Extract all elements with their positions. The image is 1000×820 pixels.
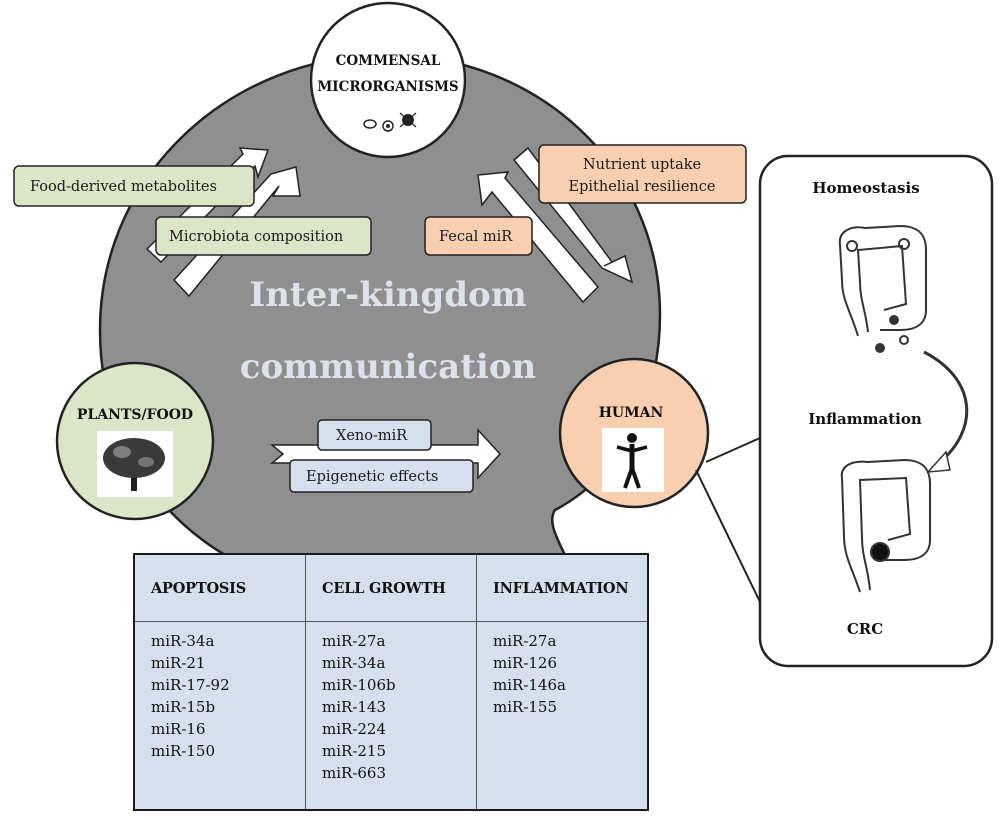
table-cell: miR-106b (322, 676, 396, 694)
table-cell: miR-215 (322, 742, 387, 760)
cell-growth-column: CELL GROWTH miR-27a miR-34a miR-106b miR… (306, 555, 477, 809)
human-title: HUMAN (599, 405, 664, 421)
svg-text:Nutrient uptake: Nutrient uptake (583, 157, 701, 173)
table-cell: miR-16 (151, 720, 206, 738)
svg-text:Xeno-miR: Xeno-miR (336, 428, 408, 444)
table-cell: miR-155 (493, 698, 558, 716)
healthy-colon-icon (838, 224, 927, 353)
center-title-line2: communication (240, 347, 536, 387)
callout-pointer-top (705, 437, 761, 463)
food-metabolites-label: Food-derived metabolites (13, 165, 255, 207)
inflammation-label: Inflammation (808, 410, 922, 428)
table-cell: miR-143 (322, 698, 387, 716)
nutrient-uptake-label: Nutrient uptake Epithelial resilience (538, 144, 747, 204)
svg-text:Epithelial resilience: Epithelial resilience (569, 179, 716, 195)
svg-text:Fecal miR: Fecal miR (439, 229, 513, 245)
person-icon (616, 433, 648, 489)
plants-title: PLANTS/FOOD (77, 407, 193, 423)
svg-text:Microbiota composition: Microbiota composition (169, 229, 343, 245)
crc-label: CRC (847, 620, 883, 638)
table-cell: miR-126 (493, 654, 558, 672)
table-cell: miR-146a (493, 676, 566, 694)
crc-progression-callout: Homeostasis Inflammation CRC (758, 154, 994, 668)
plants-to-human-arrow (269, 428, 502, 480)
plants-food-node: PLANTS/FOOD (55, 361, 215, 521)
callout-pointer-bottom (695, 469, 761, 603)
mirna-table: APOPTOSIS miR-34a miR-21 miR-17-92 miR-1… (133, 553, 649, 811)
microorganisms-title-line2: MICRORGANISMS (317, 79, 458, 95)
xeno-mir-label: Xeno-miR (317, 419, 432, 451)
apoptosis-header: APOPTOSIS (135, 555, 305, 622)
table-cell: miR-21 (151, 654, 206, 672)
crc-colon-icon (840, 458, 931, 593)
svg-text:Food-derived metabolites: Food-derived metabolites (30, 179, 217, 195)
center-title-line1: Inter-kingdom (249, 275, 526, 315)
homeostasis-label: Homeostasis (812, 179, 919, 197)
microbe-icon (363, 112, 417, 132)
table-cell: miR-17-92 (151, 676, 230, 694)
fecal-mir-label: Fecal miR (424, 216, 533, 256)
table-cell: miR-27a (322, 632, 386, 650)
table-cell: miR-34a (151, 632, 215, 650)
progression-arrow (923, 350, 969, 464)
microorganisms-title-line1: COMMENSAL (336, 53, 441, 69)
inflammation-column: INFLAMMATION miR-27a miR-126 miR-146a mi… (477, 555, 647, 809)
tree-icon (103, 438, 165, 491)
microorganisms-node: COMMENSAL MICRORGANISMS (309, 1, 467, 159)
table-cell: miR-224 (322, 720, 387, 738)
table-cell: miR-663 (322, 764, 387, 782)
table-cell: miR-150 (151, 742, 216, 760)
apoptosis-column: APOPTOSIS miR-34a miR-21 miR-17-92 miR-1… (135, 555, 306, 809)
table-cell: miR-15b (151, 698, 216, 716)
svg-text:Epigenetic effects: Epigenetic effects (306, 469, 438, 485)
inflammation-header: INFLAMMATION (477, 555, 647, 622)
human-node: HUMAN (558, 357, 710, 509)
microbiota-composition-label: Microbiota composition (155, 216, 372, 256)
table-cell: miR-34a (322, 654, 386, 672)
table-cell: miR-27a (493, 632, 557, 650)
epigenetic-effects-label: Epigenetic effects (289, 459, 474, 493)
cell-growth-header: CELL GROWTH (306, 555, 476, 622)
progression-arrowhead (926, 450, 951, 473)
